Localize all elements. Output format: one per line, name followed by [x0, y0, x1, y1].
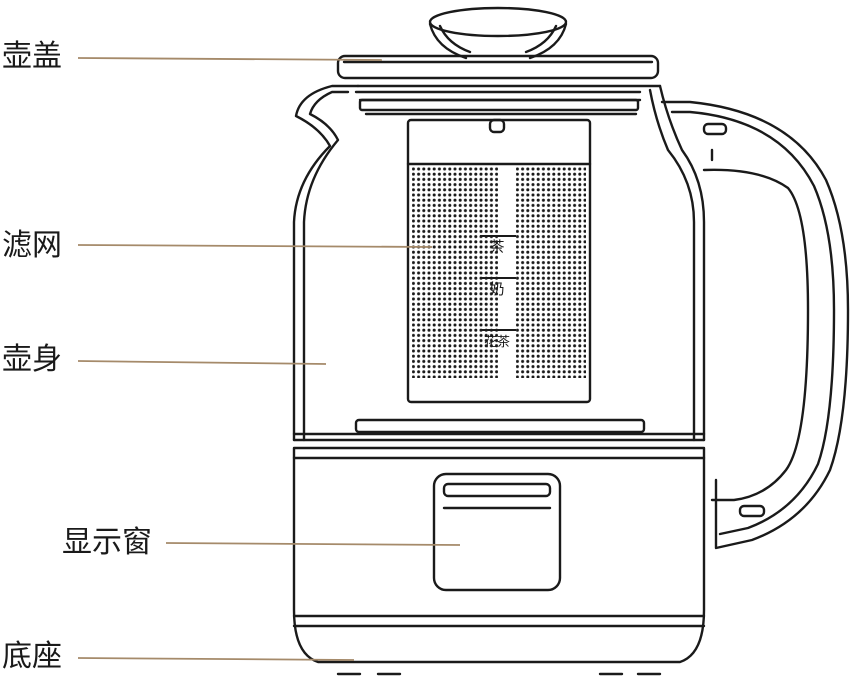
- scale-mark-1: 茶: [489, 238, 504, 256]
- leader-line-display-window: [165, 542, 461, 546]
- filter-mesh: [412, 166, 586, 378]
- jug-body: [292, 84, 706, 442]
- filter-basket: [406, 118, 592, 404]
- lid-knob: [428, 6, 568, 60]
- label-lid: 壶盖: [2, 39, 62, 74]
- leader-line-filter: [77, 244, 433, 248]
- base: [292, 446, 706, 676]
- leader-line-body: [77, 360, 327, 365]
- label-base: 底座: [2, 639, 62, 674]
- scale-mark-2: 奶: [489, 280, 504, 298]
- leader-line-base: [77, 657, 355, 661]
- label-filter: 滤网: [2, 228, 62, 263]
- label-display-window: 显示窗: [62, 525, 152, 560]
- scale-mark-3: 花茶: [484, 334, 510, 350]
- label-body: 壶身: [2, 342, 62, 377]
- handle: [660, 100, 850, 550]
- filter-scale: [480, 235, 516, 331]
- lid: [336, 54, 660, 80]
- leader-line-lid: [77, 57, 383, 61]
- display-window: [432, 472, 562, 592]
